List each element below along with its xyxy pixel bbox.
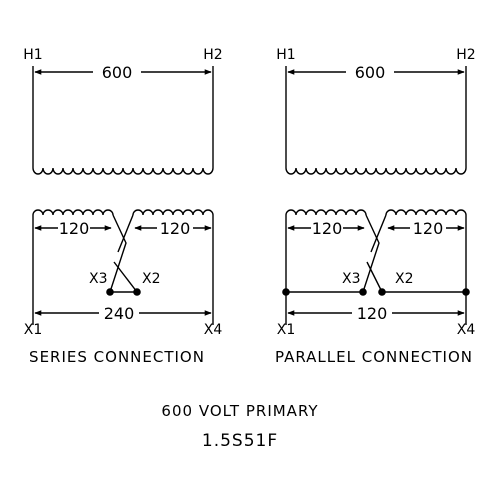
series-x3-terminal <box>106 288 114 296</box>
series-x4-label: X4 <box>204 322 223 338</box>
parallel-left-voltage: 120 <box>312 219 343 238</box>
series-x3-label: X3 <box>89 271 108 287</box>
parallel-x2-terminal <box>378 288 386 296</box>
series-output-voltage: 240 <box>104 304 135 323</box>
series-left-voltage: 120 <box>59 219 90 238</box>
parallel-primary-voltage: 600 <box>355 63 386 82</box>
series-crossover-lead-b <box>113 214 138 293</box>
series-x2-label: X2 <box>142 271 161 287</box>
series-primary-winding: H1 H2 600 <box>23 47 223 175</box>
parallel-h1-label: H1 <box>276 47 295 63</box>
parallel-h2-label: H2 <box>456 47 475 63</box>
parallel-primary-winding: H1 H2 600 <box>276 47 476 175</box>
series-primary-coil <box>32 167 214 175</box>
series-primary-voltage: 600 <box>102 63 133 82</box>
footer-primary-rating: 600 VOLT PRIMARY <box>161 402 318 420</box>
parallel-right-voltage: 120 <box>413 219 444 238</box>
parallel-secondary-coil-left <box>285 209 367 216</box>
series-h2-label: H2 <box>203 47 222 63</box>
parallel-x4-bus-node <box>462 288 470 296</box>
series-x1-label: X1 <box>24 322 43 338</box>
parallel-x4-label: X4 <box>457 322 476 338</box>
parallel-secondary-windings: 120 120 X3 X2 120 X1 X4 <box>277 209 476 338</box>
parallel-x3-terminal <box>359 288 367 296</box>
parallel-x3-label: X3 <box>342 271 361 287</box>
footer-model-number: 1.5S51F <box>202 431 278 451</box>
parallel-primary-coil <box>285 167 467 175</box>
series-secondary-windings: 120 120 X3 X2 240 X1 X4 <box>24 209 223 338</box>
series-right-voltage: 120 <box>160 219 191 238</box>
series-x2-terminal <box>133 288 141 296</box>
series-h1-label: H1 <box>23 47 42 63</box>
series-caption: SERIES CONNECTION <box>29 348 205 366</box>
parallel-x1-bus-node <box>282 288 290 296</box>
parallel-crossover-lead-b <box>366 214 387 293</box>
series-secondary-coil-right <box>132 209 214 216</box>
parallel-x1-label: X1 <box>277 322 296 338</box>
parallel-output-voltage: 120 <box>357 304 388 323</box>
parallel-caption: PARALLEL CONNECTION <box>275 348 473 366</box>
parallel-secondary-coil-right <box>385 209 467 216</box>
parallel-diagram: H1 H2 600 120 120 X3 X2 <box>275 47 476 366</box>
parallel-x2-label: X2 <box>395 271 414 287</box>
series-crossover-lead-a <box>109 214 127 293</box>
series-secondary-coil-left <box>32 209 114 216</box>
parallel-crossover-lead-a <box>362 214 380 293</box>
series-diagram: H1 H2 600 120 120 X3 X2 <box>23 47 222 366</box>
